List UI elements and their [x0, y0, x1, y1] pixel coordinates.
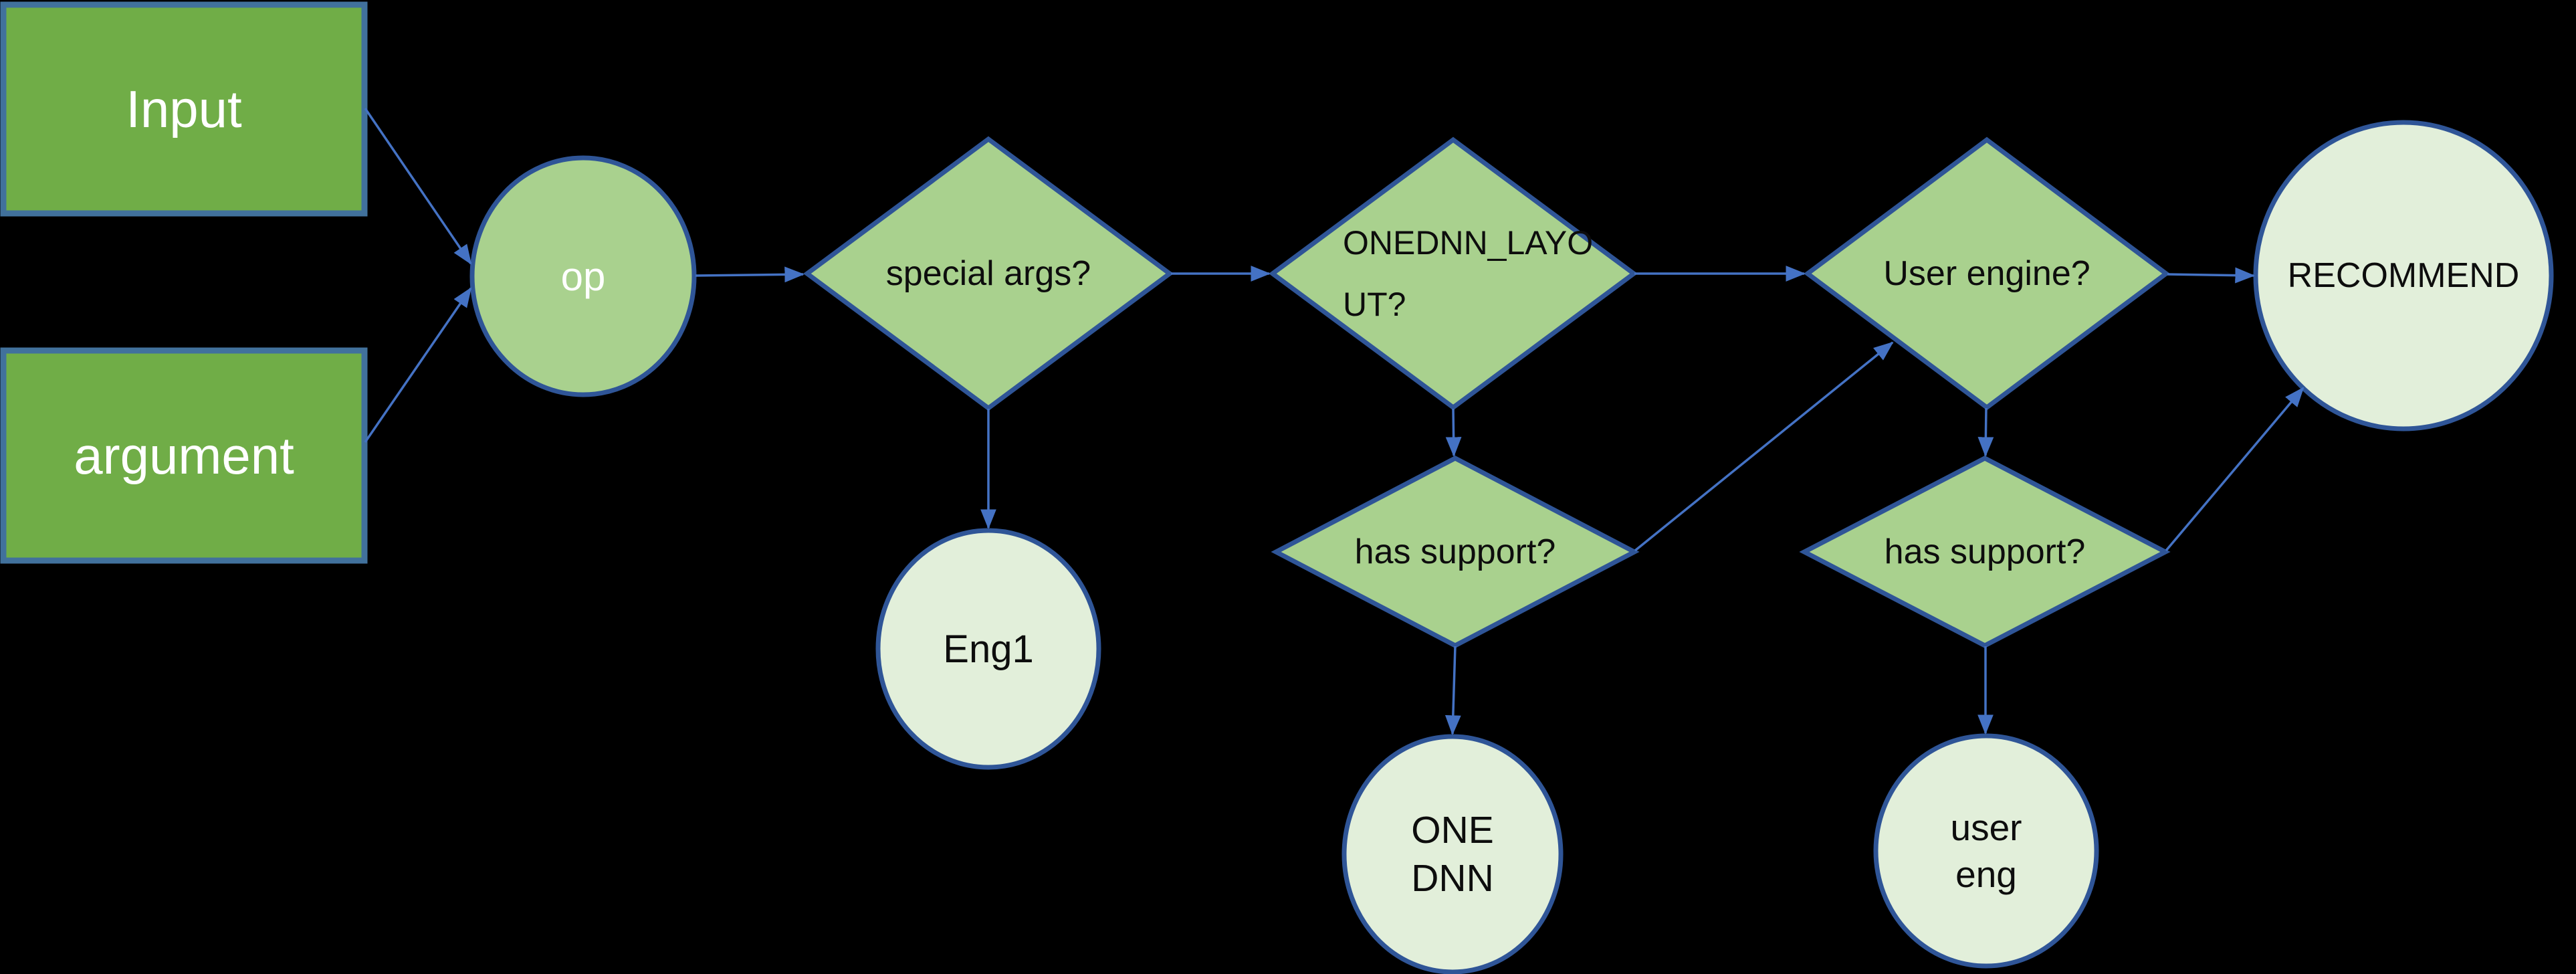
has-support-1-decision-shape [1271, 456, 1640, 648]
edge-input-to-op [364, 108, 472, 265]
user-engine-decision-shape [1804, 136, 2170, 411]
edge-user-engine-to-recommend [2167, 267, 2256, 284]
eng1-node: Eng1 [875, 528, 1101, 770]
onednn-layout-decision-shape [1269, 136, 1638, 411]
edge-onednn-layout-to-has-support-1 [1445, 408, 1462, 458]
argument-box-label: argument [74, 426, 294, 485]
op-node-label: op [561, 254, 606, 299]
recommend-node: RECOMMEND [2253, 120, 2554, 431]
edge-has-support-1-to-onednn [1444, 646, 1461, 736]
argument-box: argument [0, 347, 368, 564]
eng1-node-label: Eng1 [943, 627, 1033, 671]
argument-box-shape [0, 347, 368, 564]
edge-has-support-1-to-user-engine [1634, 341, 1894, 552]
op-node-shape [469, 155, 697, 397]
user-engine-decision-label: User engine? [1883, 254, 2090, 293]
has-support-2-decision: has support? [1799, 456, 2171, 648]
recommend-node-label: RECOMMEND [2288, 256, 2520, 295]
eng1-node-shape [875, 528, 1101, 770]
recommend-node-shape [2253, 120, 2554, 431]
special-args-decision: special args? [803, 136, 1174, 411]
op-node: op [469, 155, 697, 397]
input-box: Input [0, 1, 368, 217]
has-support-1-decision: has support? [1271, 456, 1640, 648]
has-support-2-decision-label: has support? [1885, 532, 2086, 571]
special-args-decision-shape [803, 136, 1174, 411]
user-engine-decision: User engine? [1804, 136, 2170, 411]
input-box-shape [0, 1, 368, 217]
user-eng-node-shape [1873, 733, 2099, 969]
has-support-2-decision-shape [1799, 456, 2171, 648]
edge-has-support-2-to-recommend [2165, 387, 2304, 552]
special-args-decision-label: special args? [886, 254, 1091, 293]
has-support-1-decision-label: has support? [1355, 532, 1556, 571]
input-box-label: Input [126, 80, 242, 138]
onednn-node-shape [1341, 734, 1564, 974]
edge-argument-to-op [364, 287, 472, 443]
edge-user-engine-to-has-support-2 [1977, 407, 1994, 458]
edge-op-to-special-args [695, 266, 805, 283]
